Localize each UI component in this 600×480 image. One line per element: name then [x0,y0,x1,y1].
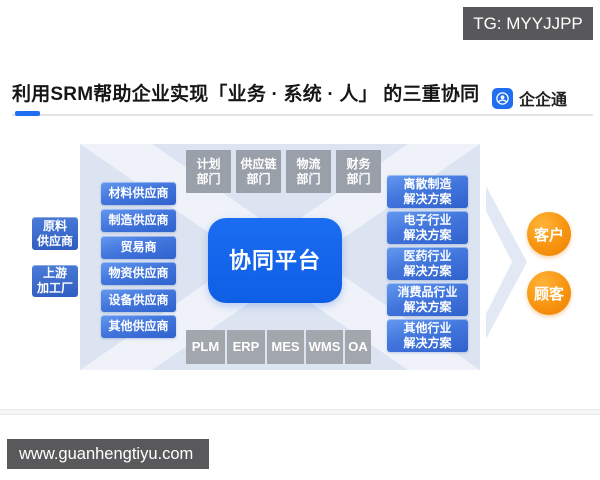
platform-label: 协同平台 [228,247,321,273]
box-label: 消费品行业 [397,284,458,299]
department-box: 物流 部门 [286,150,331,193]
box-label: 供应链 [240,156,277,171]
box-label: WMS [308,338,341,354]
box-label: 物流 [296,156,321,171]
box-label: 解决方案 [403,299,452,314]
department-box: 财务 部门 [336,150,381,193]
footer-divider [0,409,600,415]
left-chain-box-raw-material: 原料 供应商 [32,217,78,250]
system-box: WMS [306,330,343,364]
box-label: 设备供应商 [108,292,169,307]
box-label: 物资供应商 [108,266,169,280]
system-box: PLM [186,330,225,364]
box-label: 解决方案 [403,335,452,350]
platform-box: 协同平台 [208,218,342,303]
box-label: 电子行业 [403,212,452,227]
solution-box: 医药行业 解决方案 [387,247,468,280]
box-label: 解决方案 [403,263,452,278]
supplier-box: 其他供应商 [101,315,176,338]
box-label: 供应商 [36,233,73,248]
box-label: PLM [191,338,220,354]
box-label: 制造供应商 [108,213,169,227]
title-divider-line [12,114,593,116]
box-label: 离散制造 [403,176,452,191]
box-label: 上游 [42,266,67,280]
supplier-box: 制造供应商 [101,209,176,232]
system-box: MES [267,330,304,364]
system-box: OA [345,330,371,364]
box-label: ERP [232,338,260,354]
box-label: 部门 [246,171,271,186]
qiqitong-logo-icon [492,87,513,109]
box-label: MES [271,338,300,354]
box-label: 其他行业 [403,320,452,335]
brand-logo: 企企通 [492,87,567,109]
supplier-box: 贸易商 [101,235,176,259]
title-accent-bar [15,111,40,116]
box-label: 原料 [42,218,67,233]
box-label: 部门 [296,171,321,186]
box-label: 其他供应商 [108,319,169,333]
solution-box: 消费品行业 解决方案 [387,283,468,316]
supplier-box: 设备供应商 [101,288,176,312]
box-label: 医药行业 [403,248,452,263]
supplier-box: 物资供应商 [101,262,176,285]
customer-circle: 客户 [527,212,571,256]
solution-box: 离散制造 解决方案 [387,175,468,208]
box-label: 解决方案 [403,227,452,242]
box-label: 部门 [346,171,371,186]
box-label: 财务 [346,156,371,171]
box-label: 贸易商 [120,239,157,254]
left-chain-box-upstream-factory: 上游 加工厂 [32,265,78,297]
box-label: 材料供应商 [108,186,169,200]
arrow-chevron-icon [486,186,527,339]
department-box: 计划 部门 [186,150,231,193]
box-label: 解决方案 [403,191,452,206]
consumer-circle: 顾客 [527,271,571,315]
department-box: 供应链 部门 [236,150,281,193]
supplier-box: 材料供应商 [101,182,176,205]
box-label: 加工厂 [36,281,73,295]
tg-watermark-badge: TG: MYYJJPP [463,7,593,40]
box-label: 计划 [196,156,221,171]
site-url-badge: www.guanhengtiyu.com [7,439,209,469]
box-label: OA [348,338,368,354]
solution-box: 电子行业 解决方案 [387,211,468,244]
page-title: 利用SRM帮助企业实现「业务 · 系统 · 人」 的三重协同 [12,84,480,105]
solution-box: 其他行业 解决方案 [387,319,468,352]
system-box: ERP [227,330,265,364]
brand-name: 企企通 [519,92,568,109]
box-label: 部门 [196,171,221,186]
